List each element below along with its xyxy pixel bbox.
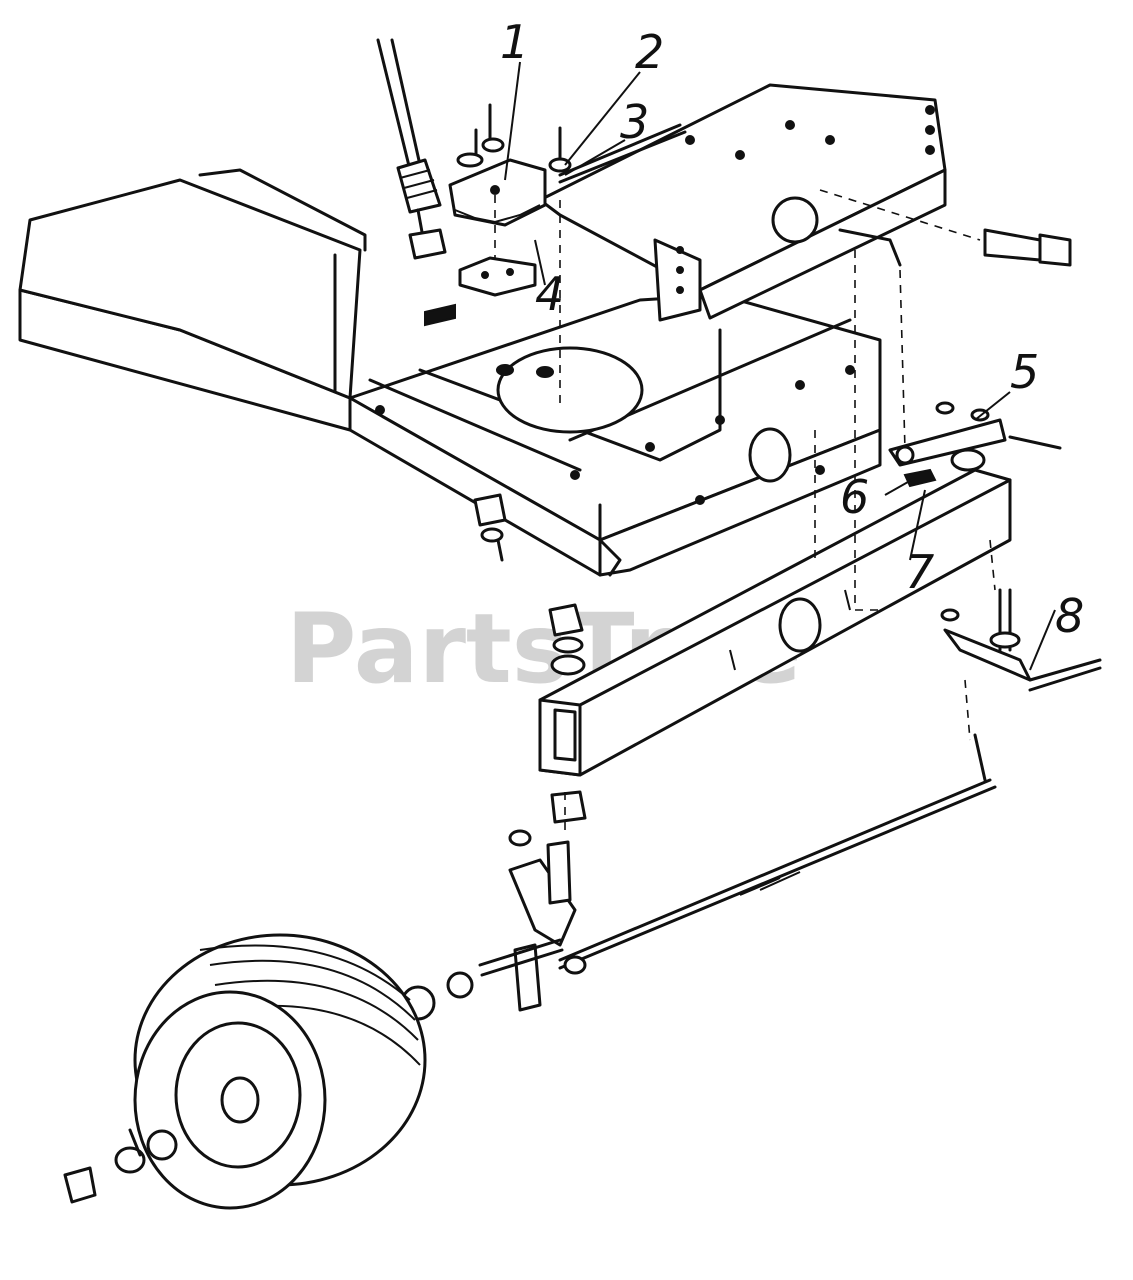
callouts: 1 2 3 4 5 6 7 8 (500, 15, 1084, 643)
axle-bushings (548, 448, 986, 824)
callout-7: 7 (905, 545, 934, 599)
tie-rod (513, 733, 997, 1012)
tractor-body (18, 168, 367, 432)
sector-gear (448, 158, 561, 410)
axle-pivot-hole (778, 597, 822, 653)
right-spindle (940, 588, 1102, 692)
leader-lines (814, 250, 996, 741)
callout-5: 5 (1010, 345, 1039, 399)
front-wheel (63, 933, 427, 1210)
pivot-bolt (819, 189, 1072, 267)
left-spindle (400, 790, 577, 1021)
callout-8: 8 (1055, 589, 1084, 643)
callout-2: 2 (635, 25, 664, 79)
pinion-gear (396, 158, 442, 214)
callout-1: 1 (500, 15, 529, 69)
steering-arm (888, 401, 1062, 488)
callout-leaders (504, 61, 1056, 671)
callout-4: 4 (535, 267, 564, 321)
hardware-top (424, 103, 572, 378)
steering-shaft (376, 38, 447, 260)
beam-hole (771, 196, 819, 244)
upper-frame-beam (538, 83, 947, 322)
steering-opening (496, 346, 644, 434)
frame-bumper (473, 493, 507, 562)
frame-hole (748, 427, 792, 483)
main-frame (348, 293, 882, 577)
callout-6: 6 (840, 470, 869, 524)
